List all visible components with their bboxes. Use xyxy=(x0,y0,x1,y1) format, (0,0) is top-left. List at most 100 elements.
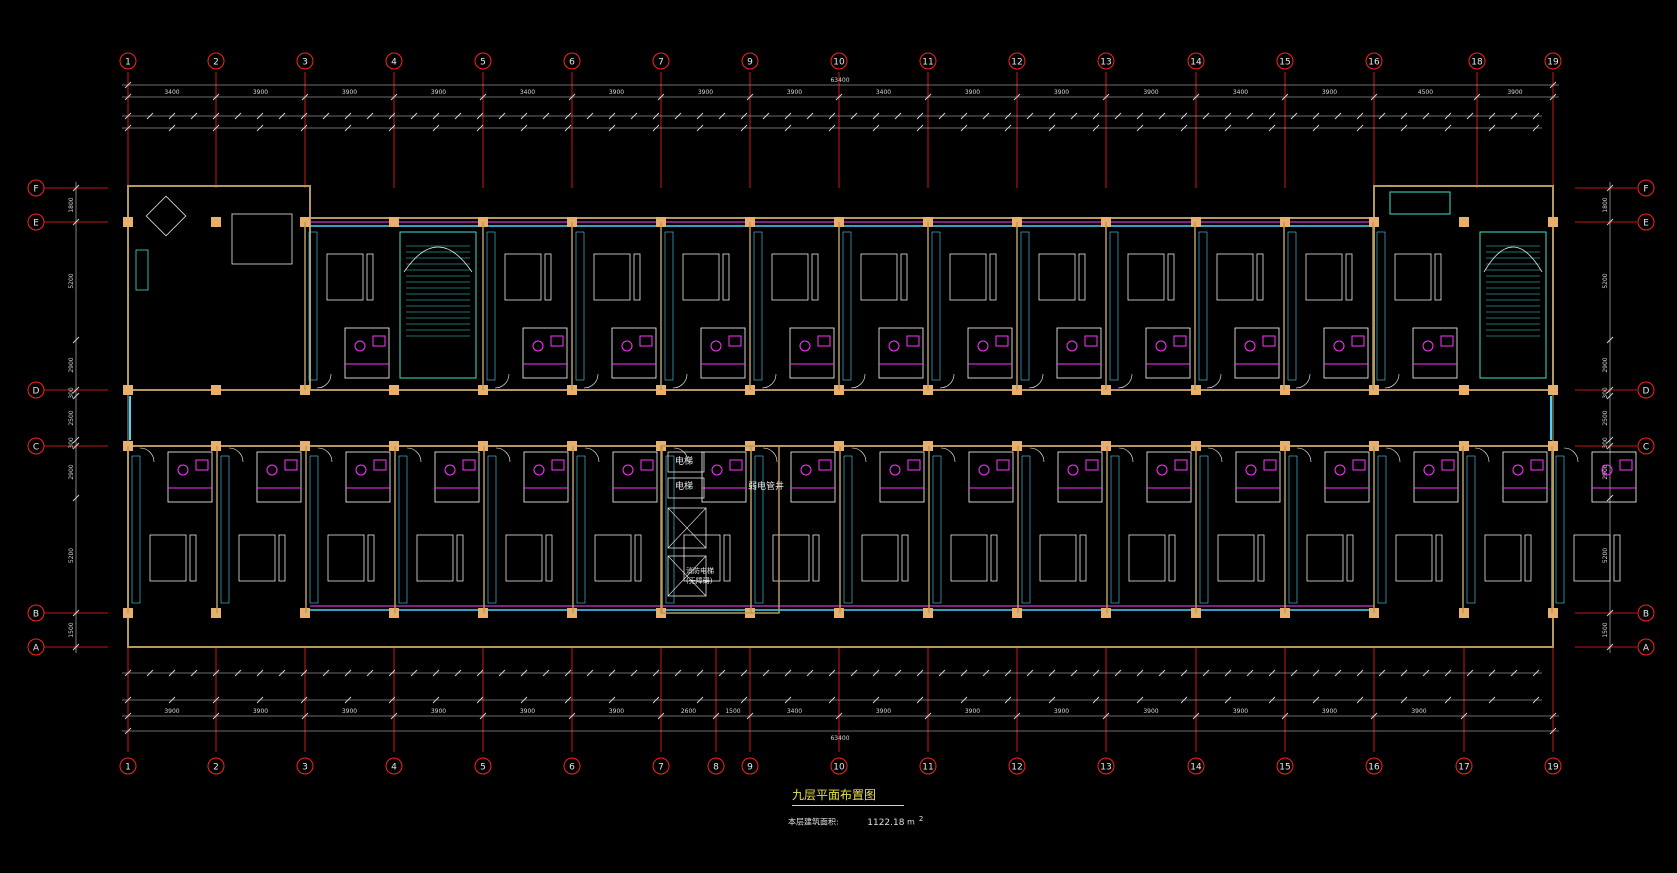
axis-bubble-right-B xyxy=(1637,604,1655,622)
south-room-9 xyxy=(928,446,1014,613)
dim-top-overall-label: 3900 xyxy=(1507,89,1522,96)
dim-top-detail-1-tick xyxy=(476,124,484,132)
dim-bottom-detail-0-tick xyxy=(256,669,264,677)
south-room-2-bathroom xyxy=(345,451,391,503)
floor-area-label: 本层建筑面积: xyxy=(788,817,839,827)
dim-bottom-detail-1-tick xyxy=(916,696,924,704)
north-room-8-nightstand xyxy=(1167,253,1175,301)
dim-top-detail-0-tick xyxy=(806,112,814,120)
south-room-0-bathroom xyxy=(167,451,213,503)
north-room-9-bathroom xyxy=(1234,327,1280,379)
dim-top-detail-0-tick xyxy=(432,112,440,120)
north-room-6-wardrobe xyxy=(931,231,941,381)
south-room-5-door xyxy=(584,447,600,463)
axis-bubble-bottom-10 xyxy=(830,757,848,775)
north-room-5 xyxy=(838,222,924,390)
south-room-13-toilet xyxy=(1334,464,1346,476)
axis-bubble-bottom-6 xyxy=(563,757,581,775)
north-room-7 xyxy=(1016,222,1102,390)
elevator-b xyxy=(667,477,705,499)
south-room-13-bed xyxy=(1306,534,1344,582)
dim-bottom-detail-1-tick xyxy=(1048,696,1056,704)
dim-bottom-detail-0-tick xyxy=(212,669,220,677)
north-room-4 xyxy=(749,222,835,390)
axis-bubble-right-B-label: B xyxy=(1643,610,1649,620)
dim-bottom-total-tick xyxy=(124,727,132,735)
south-room-4-nightstand xyxy=(545,534,553,582)
north-room-11-door xyxy=(1384,373,1400,389)
elevator-a xyxy=(667,451,705,473)
north-room-11-bathroom xyxy=(1412,327,1458,379)
north-room-2-door xyxy=(583,373,599,389)
north-room-10-basin xyxy=(1351,335,1365,347)
dim-top-overall-tick xyxy=(1013,93,1021,101)
dim-top-detail-0-tick xyxy=(1422,112,1430,120)
dim-top-detail-1-tick xyxy=(564,124,572,132)
dim-bottom-detail-1-tick xyxy=(652,696,660,704)
dim-bottom-detail-0-tick xyxy=(916,669,924,677)
south-room-7-bed xyxy=(772,534,810,582)
south-room-6-bathroom xyxy=(701,451,747,503)
dim-top-detail-0-tick xyxy=(278,112,286,120)
axis-bubble-bottom-9-label: 9 xyxy=(747,763,753,773)
column xyxy=(1459,441,1469,451)
north-room-1-bathroom xyxy=(522,327,568,379)
south-room-5-wardrobe xyxy=(576,455,586,604)
dim-bottom-detail-0-tick xyxy=(1378,669,1386,677)
south-room-16-toilet xyxy=(1601,464,1613,476)
south-room-0-basin xyxy=(195,459,209,471)
dim-bottom-detail-1-tick xyxy=(784,696,792,704)
north-room-8-wardrobe xyxy=(1109,231,1119,381)
north-room-10-bathroom xyxy=(1323,327,1369,379)
wall-nw-wing xyxy=(127,185,311,391)
north-room-5-bed xyxy=(860,253,898,301)
axis-bubble-top-7-label: 7 xyxy=(658,58,664,68)
dim-bottom-detail-0-tick xyxy=(1422,669,1430,677)
column xyxy=(1548,441,1558,451)
dim-right-label: 300 xyxy=(1602,387,1609,399)
dim-bottom-detail-0-tick xyxy=(168,669,176,677)
south-room-11-bed xyxy=(1128,534,1166,582)
dim-bottom-detail-0-tick xyxy=(1180,669,1188,677)
north-room-1-basin xyxy=(550,335,564,347)
south-room-7-nightstand xyxy=(812,534,820,582)
south-room-8-wardrobe xyxy=(843,455,853,604)
column xyxy=(1012,441,1022,451)
south-room-15-basin xyxy=(1530,459,1544,471)
north-room-4-bed xyxy=(771,253,809,301)
dim-right-label: 300 xyxy=(1602,437,1609,449)
dim-top-detail-1-tick xyxy=(916,124,924,132)
axis-bubble-right-C xyxy=(1637,437,1655,455)
dim-top-detail-0-tick xyxy=(1466,112,1474,120)
axis-bubble-right-F-label: F xyxy=(1643,185,1648,195)
dim-bottom-detail-1-tick xyxy=(1356,696,1364,704)
dim-left-tick xyxy=(72,494,80,502)
axis-bubble-left-D xyxy=(27,381,45,399)
dim-top-detail-0-tick xyxy=(124,112,132,120)
room-label-elevator-b: 电梯 xyxy=(675,480,693,492)
column xyxy=(300,441,310,451)
north-room-11-basin xyxy=(1440,335,1454,347)
elevator-core-outline xyxy=(660,445,780,614)
dim-bottom-detail-0-tick xyxy=(124,669,132,677)
axis-bubble-top-14-label: 14 xyxy=(1190,58,1202,68)
dim-top-overall-tick xyxy=(1281,93,1289,101)
dim-bottom-detail-0-tick xyxy=(740,669,748,677)
south-room-13-basin xyxy=(1352,459,1366,471)
dim-right-tick xyxy=(1606,442,1614,450)
axis-bubble-right-E-label: E xyxy=(1643,219,1649,229)
dim-bottom-detail-0-tick xyxy=(762,669,770,677)
dim-bottom-detail-0-tick xyxy=(344,669,352,677)
dim-top-overall-label: 3400 xyxy=(1233,89,1248,96)
south-room-9-bathroom xyxy=(968,451,1014,503)
axis-bubble-bottom-16-label: 16 xyxy=(1368,763,1380,773)
south-room-4-toilet xyxy=(533,464,545,476)
axis-bubble-bottom-15-label: 15 xyxy=(1279,763,1290,773)
dim-bottom-overall-tick xyxy=(390,712,398,720)
north-room-8 xyxy=(1105,222,1191,390)
dim-bottom-overall-label: 3900 xyxy=(1143,708,1158,715)
dim-bottom-detail-1-tick xyxy=(212,696,220,704)
south-room-2-bed xyxy=(327,534,365,582)
north-room-0-bathroom xyxy=(344,327,390,379)
